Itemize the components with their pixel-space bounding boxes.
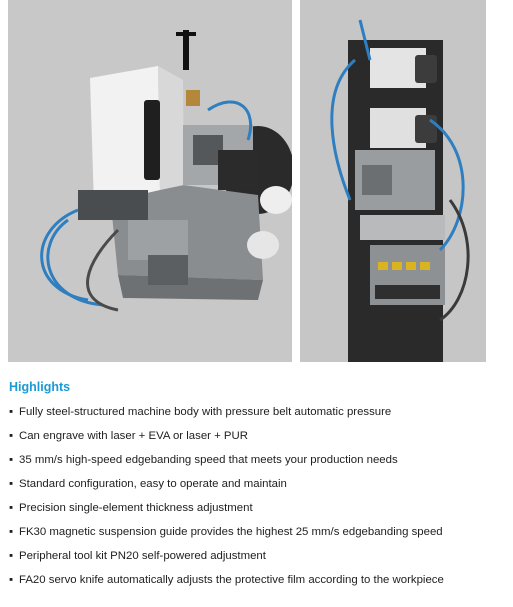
bullet-icon: ▪ [9, 406, 14, 418]
list-item: ▪ Precision single-element thickness adju… [9, 499, 509, 523]
list-item: ▪ Standard configuration, easy to operate… [9, 475, 509, 499]
bullet-icon: ▪ [9, 430, 14, 442]
bullet-icon: ▪ [9, 550, 14, 562]
list-item: ▪ Can engrave with laser + EVA or laser +… [9, 427, 509, 451]
bullet-icon: ▪ [9, 526, 14, 538]
list-item: ▪ Fully steel-structured machine body wit… [9, 403, 509, 427]
list-item-text: FA20 servo knife automatically adjusts t… [19, 574, 444, 586]
bullet-icon: ▪ [9, 502, 14, 514]
list-item-text: Standard configuration, easy to operate … [19, 478, 287, 490]
list-item-text: Fully steel-structured machine body with… [19, 406, 392, 418]
bullet-icon: ▪ [9, 574, 14, 586]
list-item: ▪ 35 mm/s high-speed edgebanding speed th… [9, 451, 509, 475]
highlights-list: ▪ Fully steel-structured machine body wit… [9, 403, 509, 595]
bullet-icon: ▪ [9, 454, 14, 466]
highlights-heading: Highlights [9, 380, 71, 394]
list-item: ▪ FK30 magnetic suspension guide provides… [9, 523, 509, 547]
list-item-text: FK30 magnetic suspension guide provides … [19, 526, 443, 538]
machine-unit-illustration [8, 0, 292, 362]
list-item-text: Peripheral tool kit PN20 self-powered ad… [19, 550, 266, 562]
bullet-icon: ▪ [9, 478, 14, 490]
list-item-text: Precision single-element thickness adjus… [19, 502, 253, 514]
machine-front-illustration [300, 0, 486, 362]
list-item: ▪ Peripheral tool kit PN20 self-powered a… [9, 547, 509, 571]
list-item-text: Can engrave with laser + EVA or laser + … [19, 430, 248, 442]
machine-photo-left [8, 0, 292, 362]
list-item-text: 35 mm/s high-speed edgebanding speed tha… [19, 454, 398, 466]
list-item: ▪ FA20 servo knife automatically adjusts … [9, 571, 509, 595]
machine-photo-right [300, 0, 486, 362]
